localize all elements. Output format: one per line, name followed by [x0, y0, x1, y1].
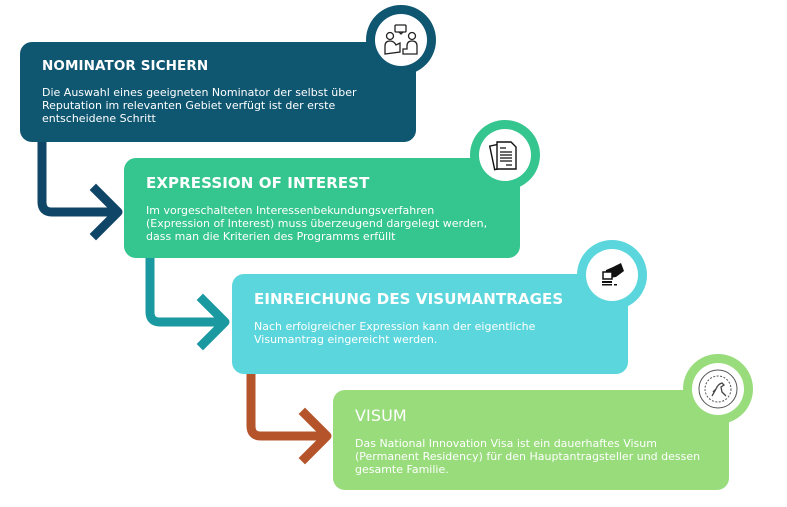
step-einreichung: EINREICHUNG DES VISUMANTRAGES Nach erfol…	[232, 274, 628, 374]
step-description: Das National Innovation Visa ist ein dau…	[355, 437, 701, 476]
step-icon-badge	[366, 5, 436, 75]
arrow-3	[246, 372, 332, 465]
arrow-2	[145, 256, 230, 351]
step-icon-badge	[577, 240, 647, 310]
step-icon-badge	[470, 120, 540, 190]
meeting-icon	[384, 24, 418, 55]
step-description: Nach erfolgreicher Expression kann der e…	[254, 320, 536, 346]
document-icon	[488, 141, 517, 171]
step-description: Im vorgeschalteten Interessenbekundungsv…	[146, 204, 488, 243]
step-title: EINREICHUNG DES VISUMANTRAGES	[254, 290, 564, 308]
step-visum: VISUM Das National Innovation Visa ist e…	[333, 390, 729, 490]
step-title: NOMINATOR SICHERN	[42, 58, 209, 74]
step-description: Die Auswahl eines geeigneten Nominator d…	[42, 86, 357, 125]
step-title: EXPRESSION OF INTEREST	[146, 174, 370, 192]
arrow-1	[37, 140, 123, 241]
australia-stamp-icon	[698, 369, 738, 409]
step-icon-badge	[683, 354, 753, 424]
step-title: VISUM	[355, 406, 407, 425]
step-expression-of-interest: EXPRESSION OF INTEREST Im vorgeschaltete…	[124, 158, 520, 258]
step-nominator: NOMINATOR SICHERN Die Auswahl eines geei…	[20, 42, 416, 142]
hand-submit-icon	[602, 263, 624, 286]
